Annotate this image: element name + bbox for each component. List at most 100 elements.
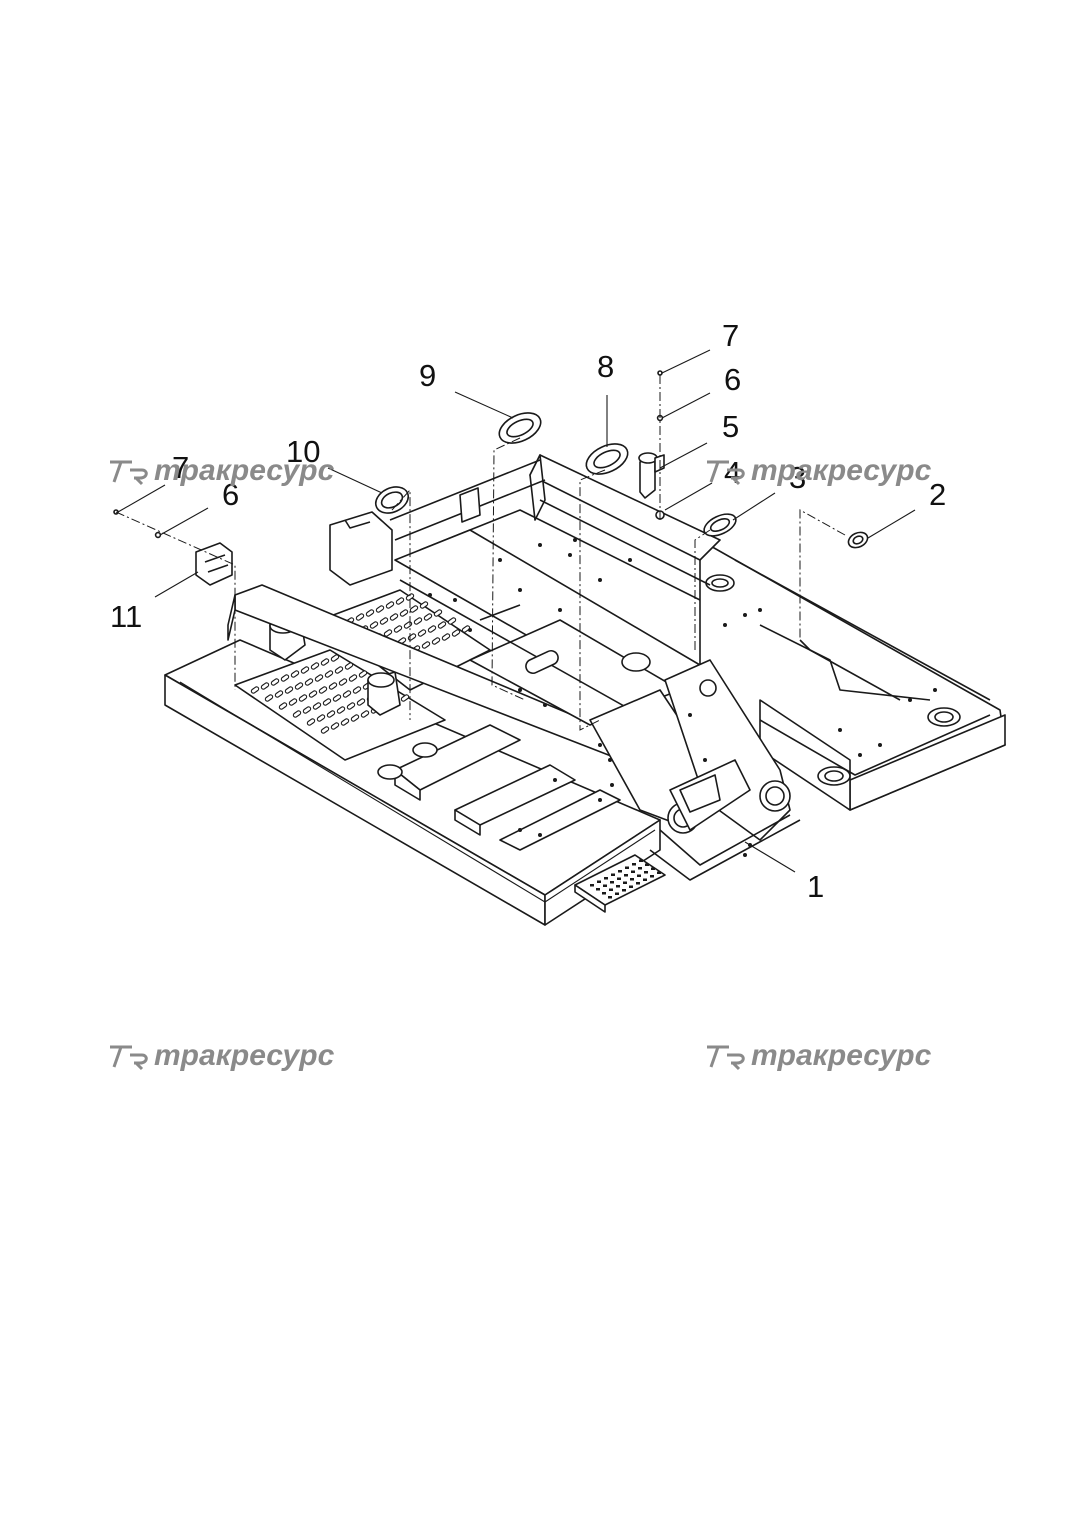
step-grate-hole — [644, 871, 648, 874]
step-grate-hole — [630, 878, 634, 881]
callout-3: 3 — [789, 460, 806, 495]
rear-frame — [329, 454, 721, 601]
step-grate-hole — [608, 896, 612, 899]
bolt-hole — [468, 628, 472, 632]
callout-labels: 1 2 3 4 5 6 7 8 9 10 6 7 11 — [110, 318, 946, 904]
grommet-part-9 — [498, 412, 542, 444]
watermark-text: тракресурс — [154, 454, 335, 487]
floor-slot — [400, 694, 410, 702]
floor-slot — [328, 682, 338, 690]
floor-slot — [326, 710, 336, 718]
bolt-hole — [518, 688, 522, 692]
step-grate-hole — [625, 866, 629, 869]
callout-2: 2 — [929, 477, 946, 512]
frame-bolt-holes — [428, 538, 937, 857]
bolt-hole — [598, 578, 602, 582]
floor-slot — [379, 617, 389, 625]
step-grate-hole — [657, 871, 661, 874]
watermark-top-right: тракресурс — [707, 454, 932, 487]
callout-10: 10 — [286, 434, 320, 469]
step-grate-hole — [597, 880, 601, 883]
callout-5: 5 — [722, 409, 739, 444]
step-grate-hole — [623, 881, 627, 884]
floor-slot — [369, 621, 379, 629]
step-grate-hole — [615, 892, 619, 895]
floor-slot — [433, 609, 443, 617]
floor-slot — [316, 714, 326, 722]
step-grate-hole — [590, 884, 594, 887]
bolt-hole — [543, 703, 547, 707]
bolt-hole — [498, 558, 502, 562]
tr-logo-icon — [707, 1045, 745, 1071]
bolt-hole — [908, 698, 912, 702]
floor-slot — [320, 726, 330, 734]
bolt-hole — [538, 543, 542, 547]
bolt-hole — [743, 853, 747, 857]
step-grate-hole — [618, 870, 622, 873]
floor-slot — [284, 686, 294, 694]
assembly-lines — [115, 375, 846, 731]
grommet-part-8 — [585, 443, 629, 475]
bolt-hole — [598, 743, 602, 747]
bolt-hole — [538, 833, 542, 837]
floor-slot — [330, 722, 340, 730]
floor-slot — [365, 609, 375, 617]
bolt-hole — [558, 608, 562, 612]
bracket-part-11 — [195, 542, 233, 586]
step-grate-hole — [629, 885, 633, 888]
floor-slot — [389, 613, 399, 621]
floor-slot — [447, 617, 457, 625]
bolt-hole — [610, 783, 614, 787]
floor-slot — [292, 710, 302, 718]
floor-slot — [308, 690, 318, 698]
floor-slot — [419, 601, 429, 609]
floor-slot — [393, 625, 403, 633]
floor-slot — [294, 682, 304, 690]
bolt-hole — [518, 588, 522, 592]
step-grate-hole — [617, 877, 621, 880]
floor-slot — [300, 666, 310, 674]
step-grate-hole — [603, 884, 607, 887]
floor-slot — [288, 698, 298, 706]
step-grate-hole — [609, 888, 613, 891]
watermark-text: тракресурс — [751, 1039, 932, 1072]
floor-slot — [399, 609, 409, 617]
callout-7-left: 7 — [172, 450, 189, 485]
callout-6-left: 6 — [222, 477, 239, 512]
washer-part-6-left — [154, 531, 162, 539]
step-grate-hole — [645, 863, 649, 866]
bolt-hole — [743, 613, 747, 617]
step-grate-hole — [611, 873, 615, 876]
floor-slot — [324, 670, 334, 678]
floor-slot — [352, 686, 362, 694]
step-grate-hole — [604, 877, 608, 880]
floor-slot — [405, 593, 415, 601]
callout-7-right: 7 — [722, 318, 739, 353]
floor-slot — [330, 654, 340, 662]
floor-slot — [342, 690, 352, 698]
step-grate-hole — [610, 881, 614, 884]
central-boom-mount — [394, 529, 801, 881]
access-step — [574, 854, 666, 913]
step-grate-hole — [651, 867, 655, 870]
floor-slot — [375, 605, 385, 613]
floor-slot — [270, 678, 280, 686]
bolt-hole — [723, 623, 727, 627]
bolt-hole — [553, 778, 557, 782]
floor-slot — [395, 597, 405, 605]
floor-slot — [356, 698, 366, 706]
bolt-hole — [858, 753, 862, 757]
watermark-text: тракресурс — [751, 454, 932, 487]
floor-slot — [413, 617, 423, 625]
callout-1: 1 — [807, 869, 824, 904]
floor-slot — [358, 670, 368, 678]
floor-slot — [260, 682, 270, 690]
floor-slot — [383, 629, 393, 637]
floor-slot — [409, 605, 419, 613]
main-deck — [164, 584, 681, 926]
floor-slot — [290, 670, 300, 678]
step-grate-hole — [639, 859, 643, 862]
floor-slot — [344, 662, 354, 670]
watermark-top-left: тракресурс — [110, 454, 335, 487]
floor-slot — [310, 662, 320, 670]
